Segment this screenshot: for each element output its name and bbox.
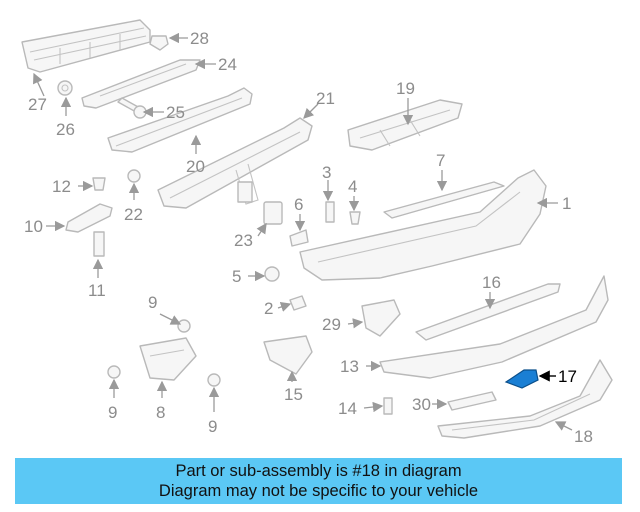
part-6-fastener[interactable]	[289, 229, 309, 247]
callout-7: 7	[436, 151, 445, 170]
callout-13: 12	[52, 177, 71, 196]
part-30-bracket[interactable]	[361, 299, 401, 337]
callout-4: 4	[348, 177, 357, 196]
part-29-clip[interactable]	[149, 35, 169, 51]
part-9-bolt-left[interactable]	[107, 365, 121, 379]
callout-31: 30	[412, 395, 431, 414]
part-7-molding[interactable]	[383, 181, 505, 219]
part-31-reflector[interactable]	[447, 391, 497, 411]
part-16-bracket[interactable]	[263, 335, 313, 375]
callout-21: 20	[186, 157, 205, 176]
part-4-clip[interactable]	[349, 211, 361, 225]
callout-17: 16	[482, 273, 501, 292]
part-10-screw[interactable]	[177, 319, 191, 333]
callout-6: 6	[294, 195, 303, 214]
part-26-bolt[interactable]	[117, 97, 147, 119]
part-18-highlighted[interactable]	[504, 369, 539, 389]
part-28-rear-panel[interactable]	[21, 19, 151, 73]
callout-5: 5	[232, 267, 241, 286]
callout-18: 17	[558, 367, 577, 386]
callout-1: 1	[562, 194, 571, 213]
callout-30: 29	[322, 315, 341, 334]
part-15-bolt[interactable]	[383, 397, 393, 415]
part-11-bracket[interactable]	[65, 203, 113, 233]
part-5-screw[interactable]	[264, 266, 280, 282]
callout-12: 11	[88, 281, 106, 300]
part-8-module[interactable]	[139, 337, 197, 381]
part-20-absorber[interactable]	[347, 99, 463, 151]
part-3-bolt[interactable]	[325, 201, 335, 223]
callout-15: 14	[338, 399, 357, 418]
callout-29: 28	[190, 29, 209, 48]
callout-19: 18	[574, 427, 593, 446]
callout-9-right: 9	[208, 417, 217, 436]
part-25-bracket[interactable]	[81, 59, 201, 109]
part-23-screw[interactable]	[127, 169, 141, 183]
callout-26: 25	[166, 103, 185, 122]
callout-20: 19	[396, 79, 415, 98]
callout-labels: 28 24 27 26 25 19 21 20 7 3 4 1 12 22 6 …	[24, 29, 593, 446]
part-13-screw[interactable]	[92, 177, 106, 191]
part-24-pad[interactable]	[263, 201, 283, 225]
callout-27: 26	[56, 120, 75, 139]
callout-11: 10	[24, 217, 43, 236]
leader-lines	[33, 32, 573, 431]
part-27-nut[interactable]	[57, 80, 73, 96]
part-17-step-pad[interactable]	[415, 283, 561, 341]
callout-28: 27	[28, 95, 47, 114]
part-1-bumper-cover[interactable]	[299, 169, 547, 281]
callout-3: 3	[322, 163, 331, 182]
banner-line-1: Part or sub-assembly is #18 in diagram	[175, 462, 462, 480]
callout-8: 8	[156, 403, 165, 422]
parts-diagram: 28 24 27 26 25 19 21 20 7 3 4 1 12 22 6 …	[21, 19, 613, 446]
info-banner: Part or sub-assembly is #18 in diagram D…	[15, 458, 622, 504]
part-22-reinforcement[interactable]	[157, 117, 313, 209]
callout-25: 24	[218, 55, 237, 74]
callout-23: 22	[124, 205, 143, 224]
callout-14: 13	[340, 357, 359, 376]
part-9-bolt-right[interactable]	[207, 373, 221, 387]
callout-2: 2	[264, 299, 273, 318]
part-12-bolt[interactable]	[93, 231, 105, 257]
callout-16: 15	[284, 385, 303, 404]
part-21-impact-bar[interactable]	[107, 87, 253, 153]
part-14-valance[interactable]	[379, 275, 609, 379]
callout-22: 21	[316, 89, 335, 108]
banner-line-2: Diagram may not be specific to your vehi…	[158, 482, 479, 500]
callout-10: 9	[148, 293, 157, 312]
callout-24: 23	[234, 231, 253, 250]
part-19-diffuser[interactable]	[437, 359, 613, 439]
callout-9-left: 9	[108, 403, 117, 422]
part-2-clip[interactable]	[289, 295, 307, 311]
